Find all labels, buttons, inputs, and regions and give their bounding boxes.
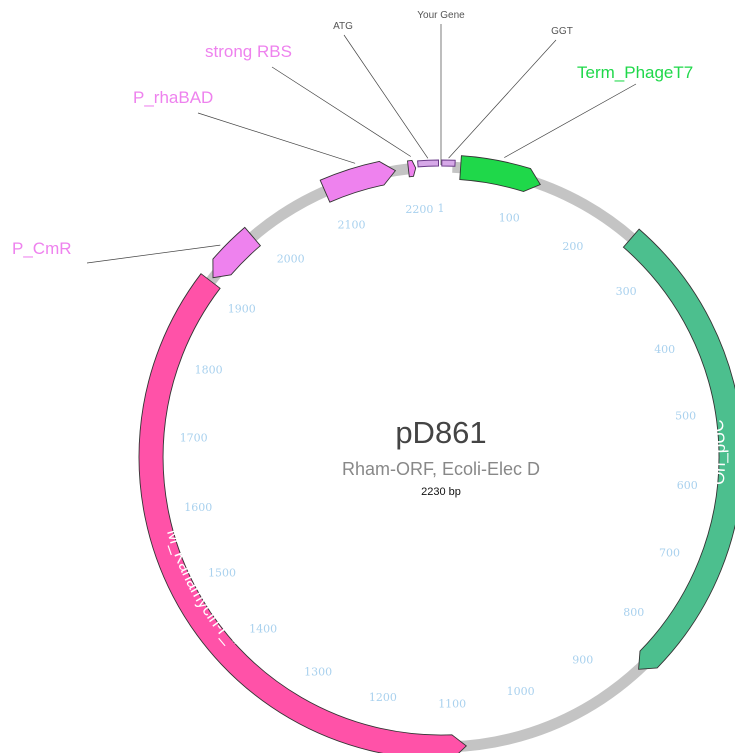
tick-label-200: 200 [562,240,583,253]
leader-line-strong-rbs [271,66,411,157]
tick-label-2100: 2100 [338,219,366,232]
tick-label-100: 100 [499,212,520,225]
tick-label-1: 1 [438,202,445,215]
feature-strong-rbs[interactable] [407,159,417,178]
tick-label-600: 600 [677,479,698,492]
insert-label: Your Gene [417,10,465,21]
tick-label-300: 300 [616,285,637,298]
tick-label-1600: 1600 [184,501,212,514]
tick-label-500: 500 [675,409,696,422]
tick-label-2200: 2200 [405,203,433,216]
tick-label-1900: 1900 [228,302,256,315]
tick-label-1200: 1200 [369,691,397,704]
feature-label-strong-rbs: strong RBS [205,42,292,61]
tick-label-800: 800 [623,606,644,619]
leader-line-p-rhabad [197,112,356,164]
marker-atg[interactable] [417,159,439,168]
marker-ggt[interactable] [441,159,456,167]
tick-label-1500: 1500 [208,567,236,580]
feature-m-kanamycin-r[interactable] [138,273,467,753]
tick-layer: 1100200300400500600700800900100011001200… [180,202,698,711]
feature-term-phaget7[interactable] [459,155,541,192]
tick-label-1800: 1800 [195,364,223,377]
tick-label-1100: 1100 [438,698,466,711]
label-path-m-kanamycin-r [157,347,394,737]
feature-label-ori-puc: Ori_pUC [708,419,729,486]
tick-label-1400: 1400 [249,623,277,636]
plasmid-description: Rham-ORF, Ecoli-Elec D [342,459,540,479]
marker-label-atg: ATG [333,21,353,32]
tick-label-1300: 1300 [304,665,332,678]
leader-line-ggt [448,39,557,159]
feature-p-rhabad[interactable] [319,160,397,203]
tick-label-1700: 1700 [180,432,208,445]
label-layer: Term_PhageT7Ori_pUCM_Kanamycin-r_*P_CmRP… [12,10,729,737]
feature-ori-puc[interactable] [622,228,735,670]
tick-label-1000: 1000 [507,685,535,698]
plasmid-name: pD861 [395,415,486,450]
feature-label-p-cmr: P_CmR [12,239,72,258]
tick-label-400: 400 [654,343,675,356]
tick-label-700: 700 [659,546,680,559]
tick-label-900: 900 [572,654,593,667]
feature-p-cmr[interactable] [212,226,262,279]
leader-line-atg [343,34,429,159]
leader-line-p-cmr [86,244,221,264]
feature-layer [138,155,735,753]
feature-label-p-rhabad: P_rhaBAD [133,88,213,107]
marker-label-ggt: GGT [551,26,573,37]
leader-line-term-phaget7 [504,83,637,158]
tick-label-2000: 2000 [277,253,305,266]
feature-label-term-phaget7: Term_PhageT7 [577,63,693,82]
plasmid-size: 2230 bp [421,486,461,498]
